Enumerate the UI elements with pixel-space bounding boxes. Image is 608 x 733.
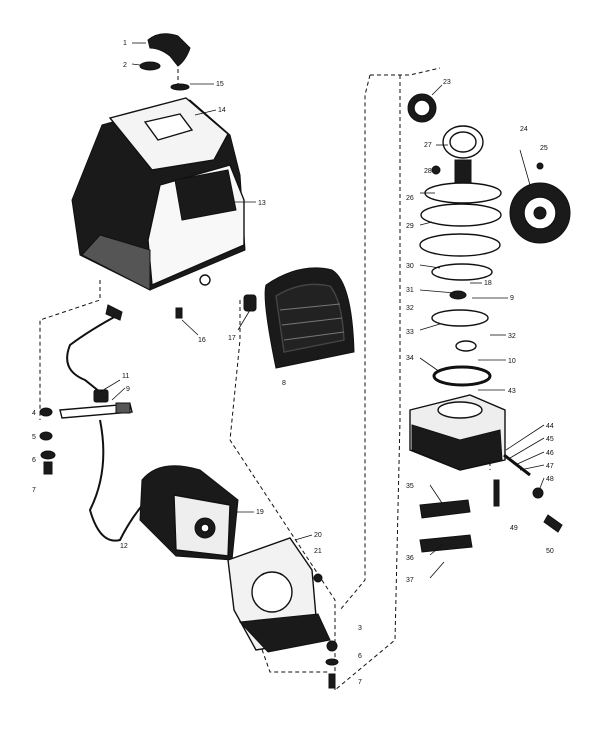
label-16: 16 bbox=[198, 337, 206, 344]
grommet-illustration bbox=[243, 294, 257, 312]
label-28: 28 bbox=[424, 168, 432, 175]
label-6: 6 bbox=[32, 457, 36, 464]
fan-blade-illustration bbox=[509, 162, 571, 244]
motor-bracket-illustration bbox=[227, 537, 339, 689]
head-hardware bbox=[493, 453, 544, 507]
label-43: 43 bbox=[508, 388, 516, 395]
label-19: 19 bbox=[256, 509, 264, 516]
filter-cap-illustration bbox=[543, 514, 563, 533]
label-45: 45 bbox=[546, 436, 554, 443]
label-32b: 32 bbox=[508, 333, 516, 340]
ring-seal-illustration bbox=[407, 93, 437, 123]
filter-pads bbox=[419, 499, 473, 553]
label-2: 2 bbox=[123, 62, 127, 69]
fan-guard-illustration bbox=[264, 267, 355, 369]
label-3: 3 bbox=[358, 625, 362, 632]
label-5: 5 bbox=[32, 434, 36, 441]
label-30: 30 bbox=[406, 263, 414, 270]
label-25: 25 bbox=[540, 145, 548, 152]
motor-illustration bbox=[139, 465, 239, 561]
label-26: 26 bbox=[406, 195, 414, 202]
label-10: 10 bbox=[508, 358, 516, 365]
label-1: 1 bbox=[123, 40, 127, 47]
label-21: 21 bbox=[314, 548, 322, 555]
label-7b: 7 bbox=[358, 679, 362, 686]
label-11: 11 bbox=[122, 373, 129, 380]
label-8: 8 bbox=[282, 380, 286, 387]
label-34: 34 bbox=[406, 355, 414, 362]
label-31: 31 bbox=[406, 287, 414, 294]
left-hardware bbox=[39, 407, 56, 475]
leader-lines bbox=[99, 42, 545, 579]
label-49: 49 bbox=[510, 525, 518, 532]
diaphragm-stack bbox=[419, 182, 502, 352]
label-27: 27 bbox=[424, 142, 432, 149]
label-15: 15 bbox=[216, 81, 224, 88]
label-9: 9 bbox=[126, 386, 130, 393]
label-4: 4 bbox=[32, 410, 36, 417]
label-17: 17 bbox=[228, 335, 236, 342]
label-32: 32 bbox=[406, 305, 414, 312]
label-46: 46 bbox=[546, 450, 554, 457]
label-18: 18 bbox=[484, 280, 492, 287]
label-7: 7 bbox=[32, 487, 36, 494]
housing-cover-illustration bbox=[71, 97, 246, 319]
label-14: 14 bbox=[218, 107, 226, 114]
label-13: 13 bbox=[258, 200, 266, 207]
label-24: 24 bbox=[520, 126, 528, 133]
label-9b: 9 bbox=[510, 295, 514, 302]
gasket-illustration bbox=[432, 365, 492, 387]
label-12: 12 bbox=[120, 543, 128, 550]
label-33: 33 bbox=[406, 329, 414, 336]
label-48: 48 bbox=[546, 476, 554, 483]
label-23: 23 bbox=[443, 79, 451, 86]
label-20: 20 bbox=[314, 532, 322, 539]
label-44: 44 bbox=[546, 423, 554, 430]
eccentric-rod-illustration bbox=[431, 125, 484, 191]
callout-labels: 1 2 15 14 13 16 17 8 11 9 4 5 6 7 12 19 … bbox=[32, 40, 554, 686]
power-cord-illustration bbox=[59, 304, 171, 542]
label-50: 50 bbox=[546, 548, 554, 555]
compressor-head-illustration bbox=[409, 394, 506, 471]
label-36: 36 bbox=[406, 555, 414, 562]
cord-grip-assembly bbox=[139, 33, 191, 91]
label-47: 47 bbox=[546, 463, 554, 470]
label-37: 37 bbox=[406, 577, 414, 584]
label-6b: 6 bbox=[358, 653, 362, 660]
label-29: 29 bbox=[406, 223, 414, 230]
label-35: 35 bbox=[406, 483, 414, 490]
